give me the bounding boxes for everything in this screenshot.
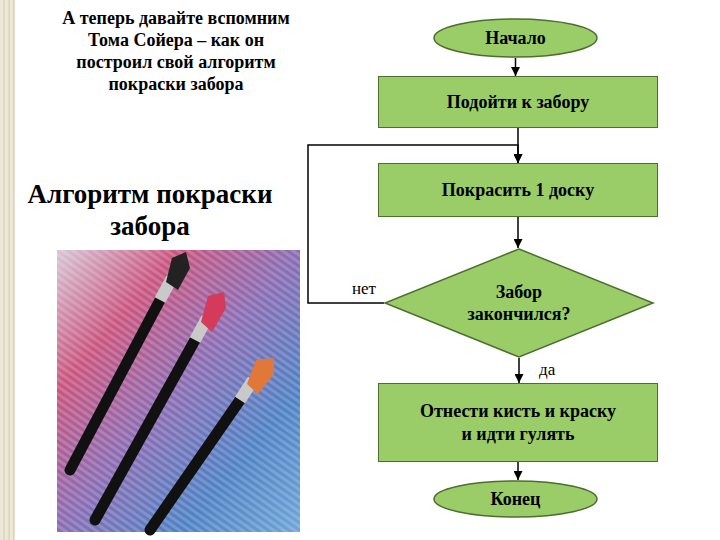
branch-label: да — [537, 360, 557, 380]
end-oval: Конец — [433, 480, 598, 518]
flow-arrow — [517, 217, 519, 248]
decision-diamond: Забор закончился? — [384, 248, 654, 358]
oval-shape — [434, 481, 597, 517]
node-text: Конец — [491, 488, 541, 511]
flow-arrow — [518, 358, 520, 383]
node-text: Начало — [485, 27, 546, 50]
process-box: Подойти к забору — [378, 76, 658, 128]
brush — [70, 252, 190, 470]
process-box: Отнести кисть и краску и идти гулять — [378, 383, 658, 462]
brushes-photo — [57, 250, 300, 532]
process-box: Покрасить 1 доску — [378, 163, 658, 217]
left-strip — [0, 0, 14, 540]
node-text: Забор закончился? — [457, 281, 582, 326]
node-text: Покрасить 1 доску — [442, 179, 594, 202]
slide-title: Алгоритм покраски забора — [4, 178, 296, 243]
start-oval: Начало — [433, 18, 598, 58]
node-text: Подойти к забору — [447, 91, 589, 114]
intro-text: А теперь давайте вспомним Тома Сойера – … — [56, 8, 296, 96]
flow-arrow — [517, 462, 519, 480]
brush — [95, 292, 226, 520]
diamond-shape — [385, 249, 653, 357]
brush — [150, 358, 274, 530]
node-text: Отнести кисть и краску и идти гулять — [413, 400, 623, 445]
oval-shape — [434, 19, 597, 57]
branch-label: нет — [350, 279, 378, 299]
diamond-outline — [384, 248, 654, 358]
flow-arrow — [515, 58, 517, 76]
